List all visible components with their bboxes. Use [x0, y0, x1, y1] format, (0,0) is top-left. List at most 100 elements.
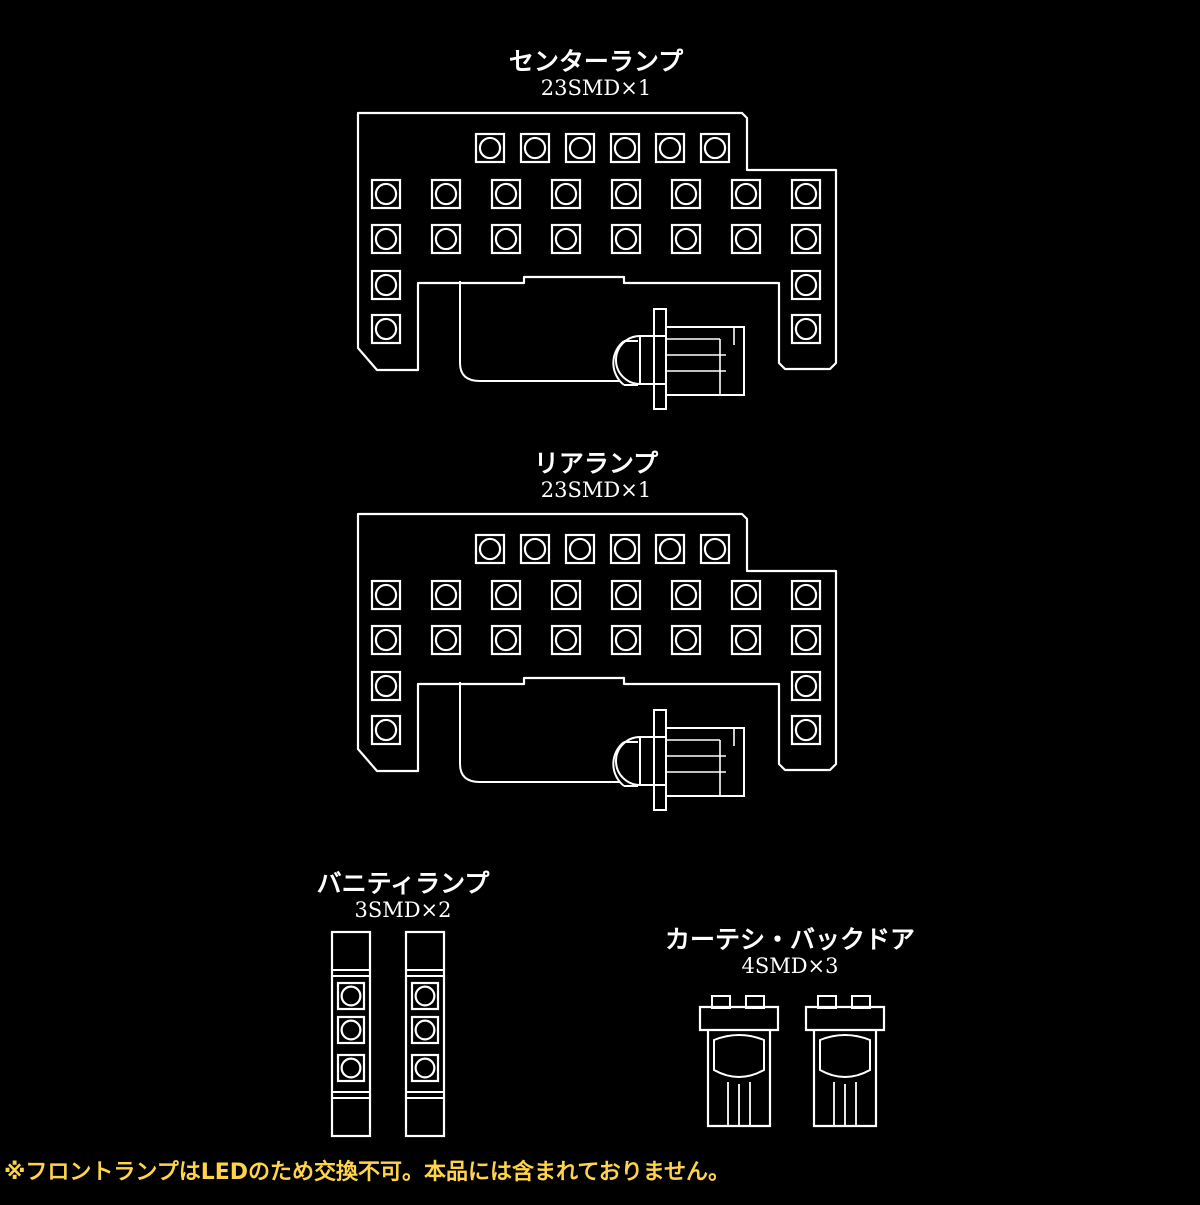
smd-led: [790, 579, 822, 611]
smd-led: [336, 981, 366, 1011]
smd-led: [610, 579, 642, 611]
smd-led-lens: [434, 182, 458, 206]
smd-led-lens: [794, 583, 818, 607]
smd-led: [519, 533, 551, 565]
circuit-board-outline: [356, 111, 838, 372]
smd-led: [490, 178, 522, 210]
smd-led: [410, 1015, 440, 1045]
rear-lamp-title: リアランプ: [533, 449, 659, 478]
smd-led-lens: [494, 227, 518, 251]
smd-led-lens: [794, 273, 818, 297]
smd-led: [670, 178, 702, 210]
smd-led-lens: [434, 628, 458, 652]
smd-led: [790, 178, 822, 210]
courtesy-bulb-2: [804, 995, 886, 1128]
smd-led-lens: [554, 182, 578, 206]
t10-chip: [745, 995, 765, 1009]
smd-led: [670, 223, 702, 255]
smd-led: [564, 132, 596, 164]
smd-led: [670, 624, 702, 656]
bulb-flange: [653, 308, 667, 410]
smd-led-lens: [614, 583, 638, 607]
bulb-glass: [612, 340, 638, 386]
vanity-lamp-2: [404, 930, 446, 1138]
t10-lens: [713, 1034, 765, 1078]
smd-led: [370, 670, 402, 702]
t10-chip: [851, 995, 871, 1009]
bulb-flange: [653, 709, 667, 811]
bulb-body: [615, 736, 666, 786]
smd-led: [550, 579, 582, 611]
smd-led-lens: [794, 628, 818, 652]
smd-led: [370, 624, 402, 656]
smd-led-lens: [734, 628, 758, 652]
smd-led-lens: [554, 227, 578, 251]
smd-led: [610, 178, 642, 210]
bulb-wedge-detail: [666, 327, 735, 395]
smd-led-lens: [374, 273, 398, 297]
t10-lens: [819, 1034, 871, 1078]
smd-led: [410, 981, 440, 1011]
smd-led: [336, 1053, 366, 1083]
smd-led: [790, 624, 822, 656]
smd-led-lens: [374, 718, 398, 742]
smd-led-lens: [674, 227, 698, 251]
courtesy-bulb-1: [698, 995, 780, 1128]
smd-led-lens: [340, 1057, 362, 1079]
smd-led-lens: [374, 182, 398, 206]
bulb-glass: [612, 741, 638, 787]
footnote: ※フロントランプはLEDのため交換不可。本品には含まれておりません。: [4, 1160, 731, 1185]
rear-lamp-label: リアランプ 23SMD×1: [446, 449, 746, 503]
smd-led-lens: [674, 583, 698, 607]
smd-led: [609, 132, 641, 164]
smd-led-lens: [614, 227, 638, 251]
smd-led: [490, 223, 522, 255]
smd-led-lens: [703, 136, 727, 160]
smd-led: [370, 313, 402, 345]
smd-led-lens: [414, 985, 436, 1007]
smd-led-lens: [658, 136, 682, 160]
smd-led: [790, 223, 822, 255]
smd-led: [699, 533, 731, 565]
smd-led-lens: [374, 317, 398, 341]
festoon-tube: [330, 930, 372, 1138]
smd-led-lens: [658, 537, 682, 561]
smd-led-lens: [374, 227, 398, 251]
smd-led: [564, 533, 596, 565]
festoon-tube: [404, 930, 446, 1138]
smd-led: [730, 223, 762, 255]
t10-head: [804, 1005, 886, 1032]
festoon-caps: [406, 969, 444, 1099]
smd-led-lens: [414, 1057, 436, 1079]
smd-led: [790, 313, 822, 345]
vanity-lamp-spec: 3SMD×2: [354, 898, 452, 922]
bulb-wedge-detail: [666, 728, 735, 796]
smd-led: [519, 132, 551, 164]
smd-led: [550, 624, 582, 656]
smd-led-lens: [414, 1019, 436, 1041]
vanity-lamp-title: バニティランプ: [316, 869, 490, 898]
smd-led: [654, 132, 686, 164]
center-lamp-title: センターランプ: [508, 47, 684, 76]
t10-leads: [727, 1082, 751, 1126]
smd-led-lens: [794, 317, 818, 341]
smd-led-lens: [613, 136, 637, 160]
smd-led: [430, 178, 462, 210]
smd-led-lens: [523, 136, 547, 160]
smd-led-lens: [568, 136, 592, 160]
smd-led-lens: [494, 628, 518, 652]
smd-led-lens: [494, 583, 518, 607]
bulb-wedge: [666, 326, 745, 396]
vanity-lamp-label: バニティランプ 3SMD×2: [268, 869, 538, 923]
smd-led: [370, 223, 402, 255]
smd-led-lens: [794, 227, 818, 251]
smd-led: [474, 533, 506, 565]
smd-led-lens: [374, 583, 398, 607]
center-lamp-spec: 23SMD×1: [540, 76, 652, 100]
smd-led-lens: [794, 182, 818, 206]
center-lamp-label: センターランプ 23SMD×1: [446, 47, 746, 101]
smd-led: [430, 579, 462, 611]
smd-led: [490, 579, 522, 611]
smd-led-lens: [734, 227, 758, 251]
smd-led-lens: [613, 537, 637, 561]
